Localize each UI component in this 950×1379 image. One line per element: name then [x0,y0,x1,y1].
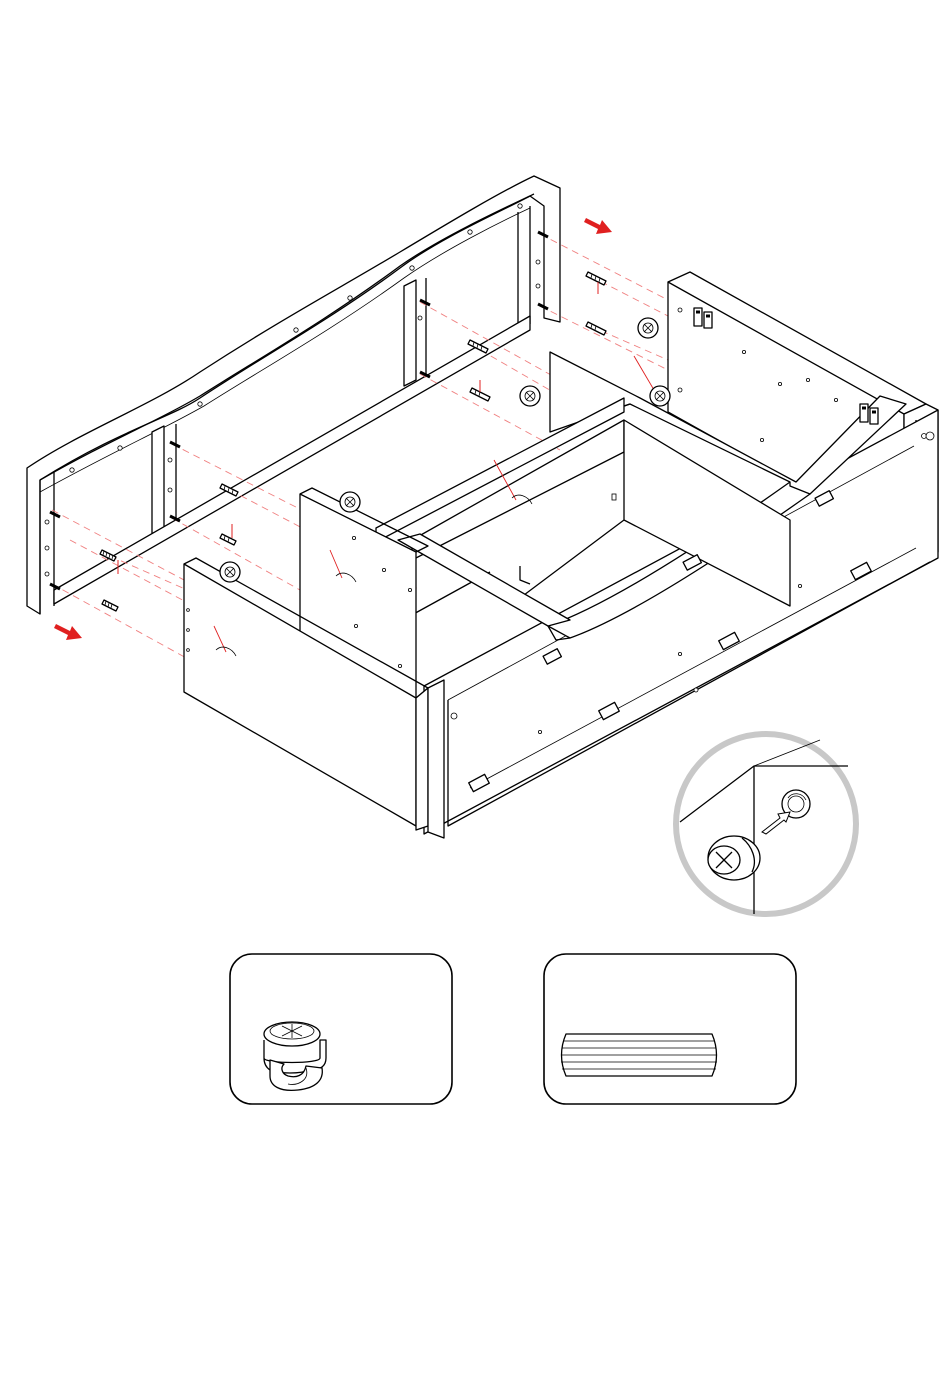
dowel [586,322,606,335]
cam-lock-icon [650,386,670,406]
cam-lock-icon [634,318,658,390]
dowel-icon [561,1034,717,1076]
dowel [220,534,236,545]
magnifier-detail [676,734,856,914]
arrow-right-icon [584,218,612,234]
cam-bolt [50,232,548,589]
arrow-left-icon [54,624,82,640]
dowel [102,600,118,611]
dowel [586,272,606,285]
legend-box-cam-lock [230,954,452,1104]
cam-lock-icon [708,836,760,880]
legend-box-dowel [544,954,796,1104]
